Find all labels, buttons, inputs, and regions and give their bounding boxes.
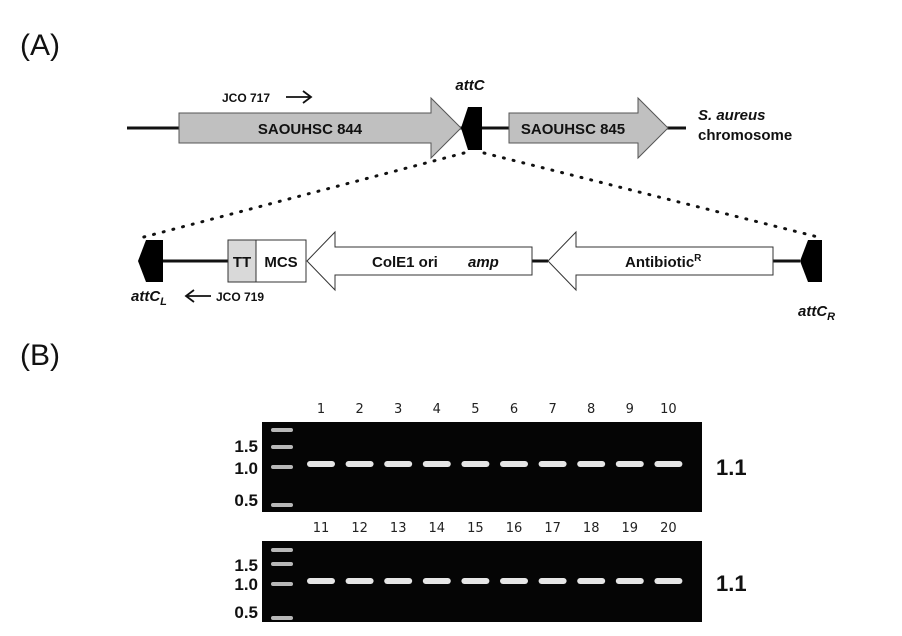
ladder-size-label: 0.5 (234, 603, 258, 622)
mcs-box (255, 239, 307, 283)
lane-label: 6 (510, 402, 518, 417)
pcr-band (384, 578, 413, 584)
pcr-band (654, 578, 683, 584)
pcr-band (500, 578, 528, 584)
ladder-band (271, 465, 293, 469)
lane-label: 14 (429, 521, 446, 536)
lane-label: 12 (351, 521, 368, 536)
lane-label: 16 (506, 521, 523, 536)
ladder-size-label: 0.5 (234, 491, 258, 510)
chromosome-label: chromosome (698, 127, 792, 144)
gene-845-arrow (508, 96, 669, 160)
gene-844-label: SAOUHSC 844 (258, 121, 363, 138)
ladder-size-label: 1.5 (234, 556, 258, 575)
pcr-band (577, 578, 606, 584)
lane-label: 11 (313, 521, 330, 536)
gel-1: 1.5 1.0 0.5 1 2 3 4 5 6 7 8 9 10 1.1 (234, 402, 747, 512)
pcr-band (538, 578, 567, 584)
antibiotic-resistance-arrow (547, 230, 774, 292)
ladder-band (271, 548, 293, 552)
organism-label: S. aureus (698, 107, 766, 124)
ladder-size-label: 1.0 (234, 459, 258, 478)
attc-right-label: attCR (798, 303, 835, 323)
pcr-band (422, 578, 451, 584)
attc-left-label: attCL (131, 288, 167, 308)
attc-site (461, 107, 482, 150)
cole1-amp-arrow (306, 230, 533, 292)
pcr-band (577, 461, 606, 467)
pcr-band (422, 461, 451, 467)
lane-label: 13 (390, 521, 407, 536)
primer-jco717-label: JCO 717 (222, 91, 270, 105)
band-size-label: 1.1 (716, 455, 747, 480)
attc-label: attC (455, 77, 485, 94)
lane-label: 8 (587, 402, 595, 417)
pcr-band (307, 461, 335, 467)
primer-reverse-arrow-icon (184, 289, 211, 303)
amp-label: amp (468, 254, 499, 271)
panel-a-label: (A) (20, 29, 60, 62)
lane-label: 10 (660, 402, 677, 417)
insert-map: TT MCS ColE1 ori amp AntibioticR attCL J… (131, 230, 835, 323)
ladder-band (271, 562, 293, 566)
lane-label: 18 (583, 521, 600, 536)
lane-label: 15 (467, 521, 484, 536)
pcr-band (654, 461, 683, 467)
ladder-band (271, 616, 293, 620)
lane-label: 1 (317, 402, 325, 417)
attc-right-site (800, 240, 822, 282)
ladder-band (271, 503, 293, 507)
lane-label: 7 (548, 402, 556, 417)
cole1-label: ColE1 ori (372, 254, 438, 271)
tt-label: TT (233, 254, 251, 271)
zoom-dotted-lines (138, 151, 824, 240)
ladder-band (271, 428, 293, 432)
lane-label: 3 (394, 402, 402, 417)
pcr-band (384, 461, 413, 467)
lane-label: 9 (626, 402, 634, 417)
pcr-band (345, 461, 374, 467)
primer-jco719-label: JCO 719 (216, 290, 264, 304)
pcr-band (345, 578, 374, 584)
pcr-band (615, 578, 644, 584)
pcr-band (461, 461, 490, 467)
ladder-band (271, 445, 293, 449)
mcs-label: MCS (264, 254, 297, 271)
attc-left-site (138, 240, 163, 282)
primer-forward-arrow-icon (286, 90, 313, 104)
gene-845-label: SAOUHSC 845 (521, 121, 625, 138)
lane-label: 20 (660, 521, 677, 536)
lane-label: 4 (433, 402, 441, 417)
lane-label: 17 (544, 521, 561, 536)
band-size-label: 1.1 (716, 571, 747, 596)
gel-2: 1.51.0 0.5 11 12 13 14 15 16 17 18 19 20 1.1 (234, 521, 747, 622)
antibiotic-label: AntibioticR (625, 253, 702, 271)
lane-label: 2 (355, 402, 363, 417)
ladder-size-label: 1.0 (234, 575, 258, 594)
ladder-size-label: 1.5 (234, 437, 258, 456)
pcr-band (538, 461, 567, 467)
ladder-band (271, 582, 293, 586)
lane-label: 19 (622, 521, 639, 536)
gene-844-arrow (178, 96, 462, 160)
pcr-band (461, 578, 490, 584)
pcr-band (500, 461, 528, 467)
panel-b-label: (B) (20, 339, 60, 372)
pcr-band (307, 578, 335, 584)
lane-label: 5 (471, 402, 479, 417)
pcr-band (615, 461, 644, 467)
chromosome-map: SAOUHSC 844 attC SAOUHSC 845 S. aureus c… (127, 77, 792, 160)
